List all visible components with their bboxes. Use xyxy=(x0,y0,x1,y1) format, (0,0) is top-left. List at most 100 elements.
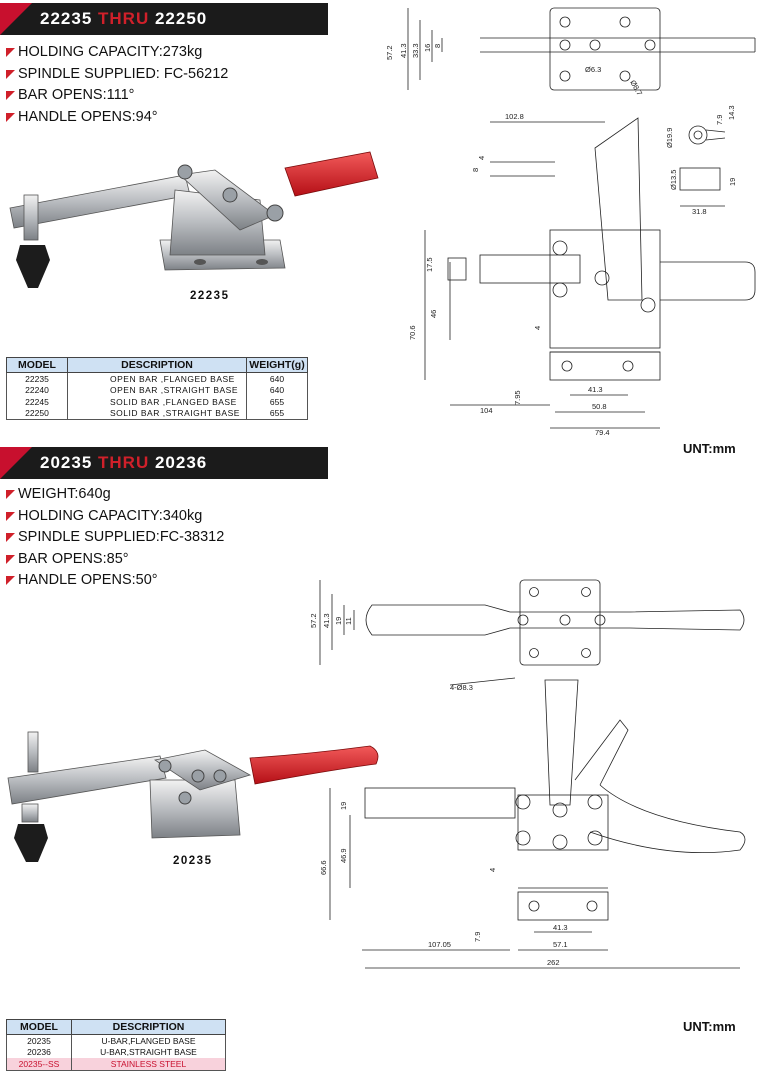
dimension-labels: 57.2 41.3 19 11 4-Ø8.3 19 66.6 46.9 4 7.… xyxy=(309,613,568,967)
drawing-lines xyxy=(319,579,746,969)
technical-drawing-20235: 57.2 41.3 19 11 4-Ø8.3 19 66.6 46.9 4 7.… xyxy=(309,579,746,969)
section2-spec-list: WEIGHT:640g HOLDING CAPACITY:340kg SPIND… xyxy=(4,484,224,592)
section1-banner: 22235 THRU 22250 xyxy=(0,3,328,35)
col-header-description: DESCRIPTION xyxy=(71,1019,226,1035)
spec-item: SPINDLE SUPPLIED:FC-38312 xyxy=(4,527,224,549)
svg-text:57.2: 57.2 xyxy=(385,45,394,60)
svg-text:57.2: 57.2 xyxy=(309,613,318,628)
title-model-end: 22250 xyxy=(154,9,208,28)
svg-text:79.4: 79.4 xyxy=(595,428,610,437)
svg-text:41.3: 41.3 xyxy=(399,43,408,58)
title-thru: THRU xyxy=(98,9,150,28)
svg-text:Ø13.5: Ø13.5 xyxy=(669,170,678,190)
section2-unit-label: UNT:mm xyxy=(683,1019,736,1034)
col-header-weight: WEIGHT(g) xyxy=(246,357,308,373)
bullet-triangle-icon xyxy=(6,533,15,542)
spec-item: BAR OPENS:111° xyxy=(4,85,228,107)
section2-banner: 20235 THRU 20236 xyxy=(0,447,328,479)
dimension-labels: 57.2 41.3 33.3 16 8 Ø6.3 Ø8.7 102.8 8 4 … xyxy=(385,43,737,437)
svg-text:66.6: 66.6 xyxy=(319,860,328,875)
svg-text:Ø8.7: Ø8.7 xyxy=(628,79,644,98)
section1-unit-label: UNT:mm xyxy=(683,441,736,456)
col-header-model: MODEL xyxy=(6,357,68,373)
svg-text:8: 8 xyxy=(471,168,480,172)
section1-title: 22235 THRU 22250 xyxy=(40,3,207,35)
spec-item: HANDLE OPENS:50° xyxy=(4,570,224,592)
svg-text:19: 19 xyxy=(728,178,737,186)
col-header-model: MODEL xyxy=(6,1019,72,1035)
title-model-end: 20236 xyxy=(154,453,208,472)
svg-text:14.3: 14.3 xyxy=(727,105,736,120)
svg-text:4: 4 xyxy=(477,156,486,160)
svg-text:107.05: 107.05 xyxy=(428,940,451,949)
svg-text:Ø19.9: Ø19.9 xyxy=(665,128,674,148)
svg-text:102.8: 102.8 xyxy=(505,112,524,121)
red-handle xyxy=(284,151,379,197)
svg-text:41.3: 41.3 xyxy=(322,613,331,628)
title-model-start: 22235 xyxy=(40,9,93,28)
svg-text:46.9: 46.9 xyxy=(339,848,348,863)
svg-text:17.5: 17.5 xyxy=(425,257,434,272)
clamp-body xyxy=(7,731,252,862)
clamp-photo-22235 xyxy=(9,151,379,288)
svg-text:31.8: 31.8 xyxy=(692,207,707,216)
svg-text:104: 104 xyxy=(480,406,493,415)
spec-item: HANDLE OPENS:94° xyxy=(4,107,228,129)
svg-text:7.95: 7.95 xyxy=(513,390,522,405)
bullet-triangle-icon xyxy=(6,511,15,521)
svg-text:4: 4 xyxy=(488,868,497,872)
svg-text:46: 46 xyxy=(429,310,438,318)
banner-corner-triangle xyxy=(0,447,32,479)
red-handle xyxy=(249,745,379,785)
bullet-triangle-icon xyxy=(6,48,15,57)
svg-text:7.9: 7.9 xyxy=(715,115,724,125)
svg-text:50.8: 50.8 xyxy=(592,402,607,411)
svg-text:Ø6.3: Ø6.3 xyxy=(585,65,601,74)
svg-text:4: 4 xyxy=(533,326,542,330)
col-header-description: DESCRIPTION xyxy=(67,357,247,373)
svg-text:16: 16 xyxy=(423,44,432,52)
bullet-triangle-icon xyxy=(6,554,15,564)
bullet-triangle-icon xyxy=(6,112,15,122)
bullet-triangle-icon xyxy=(6,576,15,585)
svg-text:7.9: 7.9 xyxy=(473,932,482,942)
spec-item: HOLDING CAPACITY:273kg xyxy=(4,42,228,64)
svg-text:4-Ø8.3: 4-Ø8.3 xyxy=(450,683,473,692)
svg-text:57.1: 57.1 xyxy=(553,940,568,949)
bullet-triangle-icon xyxy=(6,69,15,79)
clamp-photo-20235 xyxy=(7,731,379,862)
svg-text:19: 19 xyxy=(334,617,343,625)
spec-item: BAR OPENS:85° xyxy=(4,549,224,571)
svg-text:8: 8 xyxy=(433,44,442,48)
svg-text:11: 11 xyxy=(344,617,353,625)
photo-caption: 22235 xyxy=(190,290,230,302)
photo-caption: 20235 xyxy=(173,855,213,867)
bullet-triangle-icon xyxy=(6,91,15,100)
svg-text:41.3: 41.3 xyxy=(588,385,603,394)
spec-item: SPINDLE SUPPLIED: FC-56212 xyxy=(4,64,228,86)
section2-title: 20235 THRU 20236 xyxy=(40,447,207,479)
clamp-body xyxy=(9,164,286,288)
svg-text:19: 19 xyxy=(339,802,348,810)
section1-spec-list: HOLDING CAPACITY:273kg SPINDLE SUPPLIED:… xyxy=(4,42,228,128)
banner-corner-triangle xyxy=(0,3,32,35)
svg-text:262: 262 xyxy=(547,958,560,967)
technical-drawing-22235: 57.2 41.3 33.3 16 8 Ø6.3 Ø8.7 102.8 8 4 … xyxy=(385,7,756,437)
drawing-lines xyxy=(407,7,756,429)
bullet-triangle-icon xyxy=(6,490,15,499)
svg-text:41.3: 41.3 xyxy=(553,923,568,932)
title-model-start: 20235 xyxy=(40,453,93,472)
svg-text:70.6: 70.6 xyxy=(408,325,417,340)
spec-item: WEIGHT:640g xyxy=(4,484,224,506)
title-thru: THRU xyxy=(98,453,150,472)
spec-item: HOLDING CAPACITY:340kg xyxy=(4,506,224,528)
